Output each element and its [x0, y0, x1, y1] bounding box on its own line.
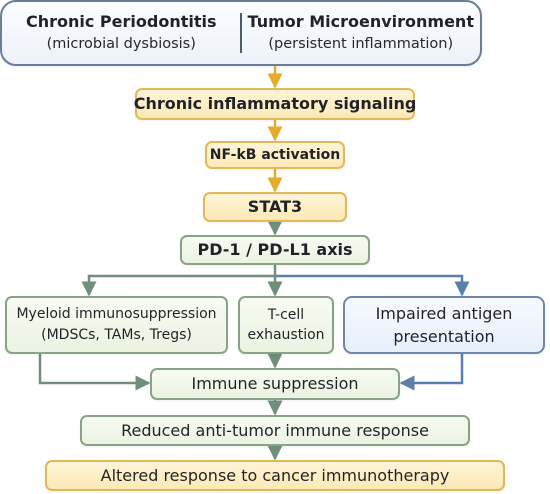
tumor-microenvironment-panel: Tumor Microenvironment (persistent infla… — [242, 12, 480, 53]
presentation-label: presentation — [393, 327, 495, 346]
pd1-pdl1-axis-label: PD-1 / PD-L1 axis — [197, 240, 353, 260]
chronic-inflammatory-signaling-node: Chronic inflammatory signaling — [133, 88, 417, 120]
chronic-periodontitis-title: Chronic Periodontitis — [25, 12, 217, 32]
connector-myeloid-to-immune — [38, 354, 151, 391]
microbial-dysbiosis-subtitle: (microbial dysbiosis) — [46, 36, 196, 53]
exhaustion-label: exhaustion — [247, 326, 325, 343]
altered-immunotherapy-response-label: Altered response to cancer immunotherapy — [100, 465, 450, 485]
stat3-label: STAT3 — [247, 197, 303, 217]
persistent-inflammation-subtitle: (persistent inflammation) — [268, 36, 454, 53]
immune-suppression-label: Immune suppression — [191, 374, 359, 394]
tcell-label: T-cell — [267, 306, 305, 323]
nfkb-activation-label: NF-kB activation — [209, 146, 341, 163]
tcell-exhaustion-node: T-cell exhaustion — [238, 296, 334, 354]
stat3-node: STAT3 — [203, 192, 347, 222]
tumor-microenvironment-title: Tumor Microenvironment — [247, 12, 474, 32]
impaired-antigen-label: Impaired antigen — [375, 303, 513, 323]
myeloid-immunosuppression-node: Myeloid immunosuppression (MDSCs, TAMs, … — [5, 296, 228, 354]
pd1-pdl1-axis-node: PD-1 / PD-L1 axis — [180, 235, 370, 265]
myeloid-immunosuppression-label: Myeloid immunosuppression — [16, 306, 217, 323]
chronic-inflammatory-signaling-label: Chronic inflammatory signaling — [133, 94, 417, 114]
connector-antigen-to-immune — [399, 354, 464, 391]
altered-immunotherapy-response-node: Altered response to cancer immunotherapy — [45, 460, 505, 491]
source-context-box: Chronic Periodontitis (microbial dysbios… — [0, 0, 482, 66]
immune-suppression-node: Immune suppression — [150, 368, 400, 400]
top-box-divider — [240, 13, 242, 53]
myeloid-cell-types-label: (MDSCs, TAMs, Tregs) — [41, 327, 192, 343]
nfkb-activation-node: NF-kB activation — [205, 141, 345, 169]
branch-horizontal-right — [275, 274, 464, 294]
branch-horizontal-left — [87, 274, 275, 294]
reduced-anti-tumor-response-node: Reduced anti-tumor immune response — [80, 415, 470, 446]
chronic-periodontitis-panel: Chronic Periodontitis (microbial dysbios… — [2, 12, 240, 53]
impaired-antigen-presentation-node: Impaired antigen presentation — [343, 296, 545, 354]
reduced-anti-tumor-response-label: Reduced anti-tumor immune response — [121, 420, 429, 440]
